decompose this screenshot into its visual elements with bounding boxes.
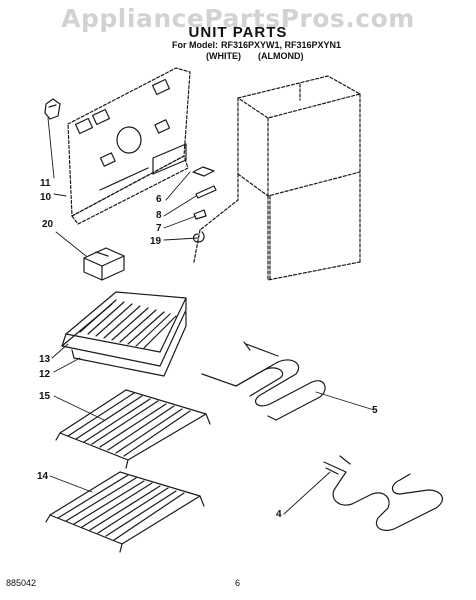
oven-rack-upper	[55, 389, 211, 469]
callout-14: 14	[37, 471, 49, 482]
oven-back-panel	[67, 67, 191, 225]
sensor-bracket-parts	[192, 166, 217, 243]
callout-5: 5	[372, 405, 378, 416]
callout-4: 4	[276, 509, 282, 520]
oven-rack-lower	[45, 471, 205, 553]
callout-12: 12	[39, 369, 51, 380]
bake-element	[323, 455, 444, 531]
callout-20: 20	[42, 219, 54, 230]
callout-8: 8	[156, 210, 162, 221]
page-number: 6	[235, 578, 241, 588]
callout-leader-lines	[47, 117, 375, 515]
diagram-title: UNIT PARTS	[188, 24, 288, 41]
model-numbers: RF316PXYW1, RF316PXYN1	[221, 40, 342, 50]
callout-10: 10	[40, 192, 52, 203]
watermark-text: AppliancePartsPros.com	[61, 4, 415, 33]
model-prefix: For Model:	[172, 40, 218, 50]
callout-19: 19	[150, 236, 162, 247]
callout-13: 13	[39, 354, 51, 365]
broiler-pan-assembly	[61, 291, 187, 377]
callout-15: 15	[39, 391, 51, 402]
callout-11: 11	[40, 178, 51, 189]
callout-7: 7	[156, 223, 162, 234]
back-panel-clip	[44, 98, 61, 120]
color-white-label: (WHITE)	[206, 51, 241, 61]
color-almond-label: (ALMOND)	[258, 51, 304, 61]
broil-element	[201, 341, 326, 421]
document-number: 885042	[6, 578, 37, 588]
callout-6: 6	[156, 194, 162, 205]
control-module-box	[83, 247, 125, 281]
oven-cavity-outline	[193, 75, 361, 281]
